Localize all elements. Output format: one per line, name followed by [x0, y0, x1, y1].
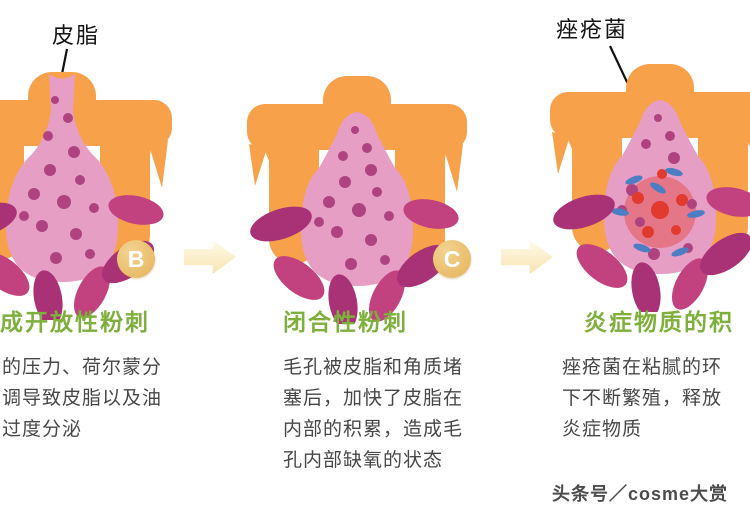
stage-body-inflammation: 痤疮菌在粘腻的环 下不断繁殖，释放 炎症物质: [562, 352, 722, 445]
body-line: 炎症物质: [562, 419, 643, 440]
stage-body-closed-comedo: 毛孔被皮脂和角质堵 塞后，加快了皮脂在 内部的积累，造成毛 孔内部缺氧的状态: [283, 352, 463, 476]
stage-heading-open-comedo: 成开放性粉刺: [0, 309, 150, 335]
illustration-open-comedo: [0, 72, 172, 320]
stage-heading-inflammation: 炎症物质的积: [584, 309, 734, 335]
stage-badge-b: B: [117, 240, 155, 278]
body-line: 过度分泌: [2, 419, 83, 440]
body-line: 下不断繁殖，释放: [562, 388, 723, 409]
body-line: 调导致皮脂以及油: [2, 388, 163, 409]
watermark: 头条号／cosme大赏: [552, 484, 729, 504]
sebum-label: 皮脂: [52, 23, 101, 48]
stage-badge-c: C: [433, 240, 471, 278]
body-line: 塞后，加快了皮脂在: [283, 388, 464, 409]
body-line: 孔内部缺氧的状态: [283, 450, 444, 471]
stage-heading-closed-comedo: 闭合性粉刺: [283, 309, 408, 335]
inflammation-dots: [632, 169, 688, 238]
body-line: 的压力、荷尔蒙分: [2, 357, 163, 378]
acne-bacteria-label: 痤疮菌: [556, 17, 629, 42]
bacteria-rods: [611, 167, 705, 257]
stage-body-open-comedo: 的压力、荷尔蒙分 调导致皮脂以及油 过度分泌: [2, 352, 162, 445]
sebum-dots: [19, 96, 99, 264]
illustration-inflamed-comedo: [550, 64, 750, 312]
body-line: 毛孔被皮脂和角质堵: [283, 357, 464, 378]
body-line: 内部的积累，造成毛: [283, 419, 464, 440]
sebum-dots: [314, 126, 394, 270]
flow-arrow-icon: [501, 240, 553, 274]
illustration-closed-comedo: [247, 76, 467, 324]
pore-sebum-fill: [6, 74, 118, 282]
sebaceous-glands: [553, 187, 750, 312]
body-line: 痤疮菌在粘腻的环: [562, 357, 723, 378]
flow-arrow-icon: [184, 240, 236, 274]
pore-sebum-fill: [301, 112, 413, 286]
